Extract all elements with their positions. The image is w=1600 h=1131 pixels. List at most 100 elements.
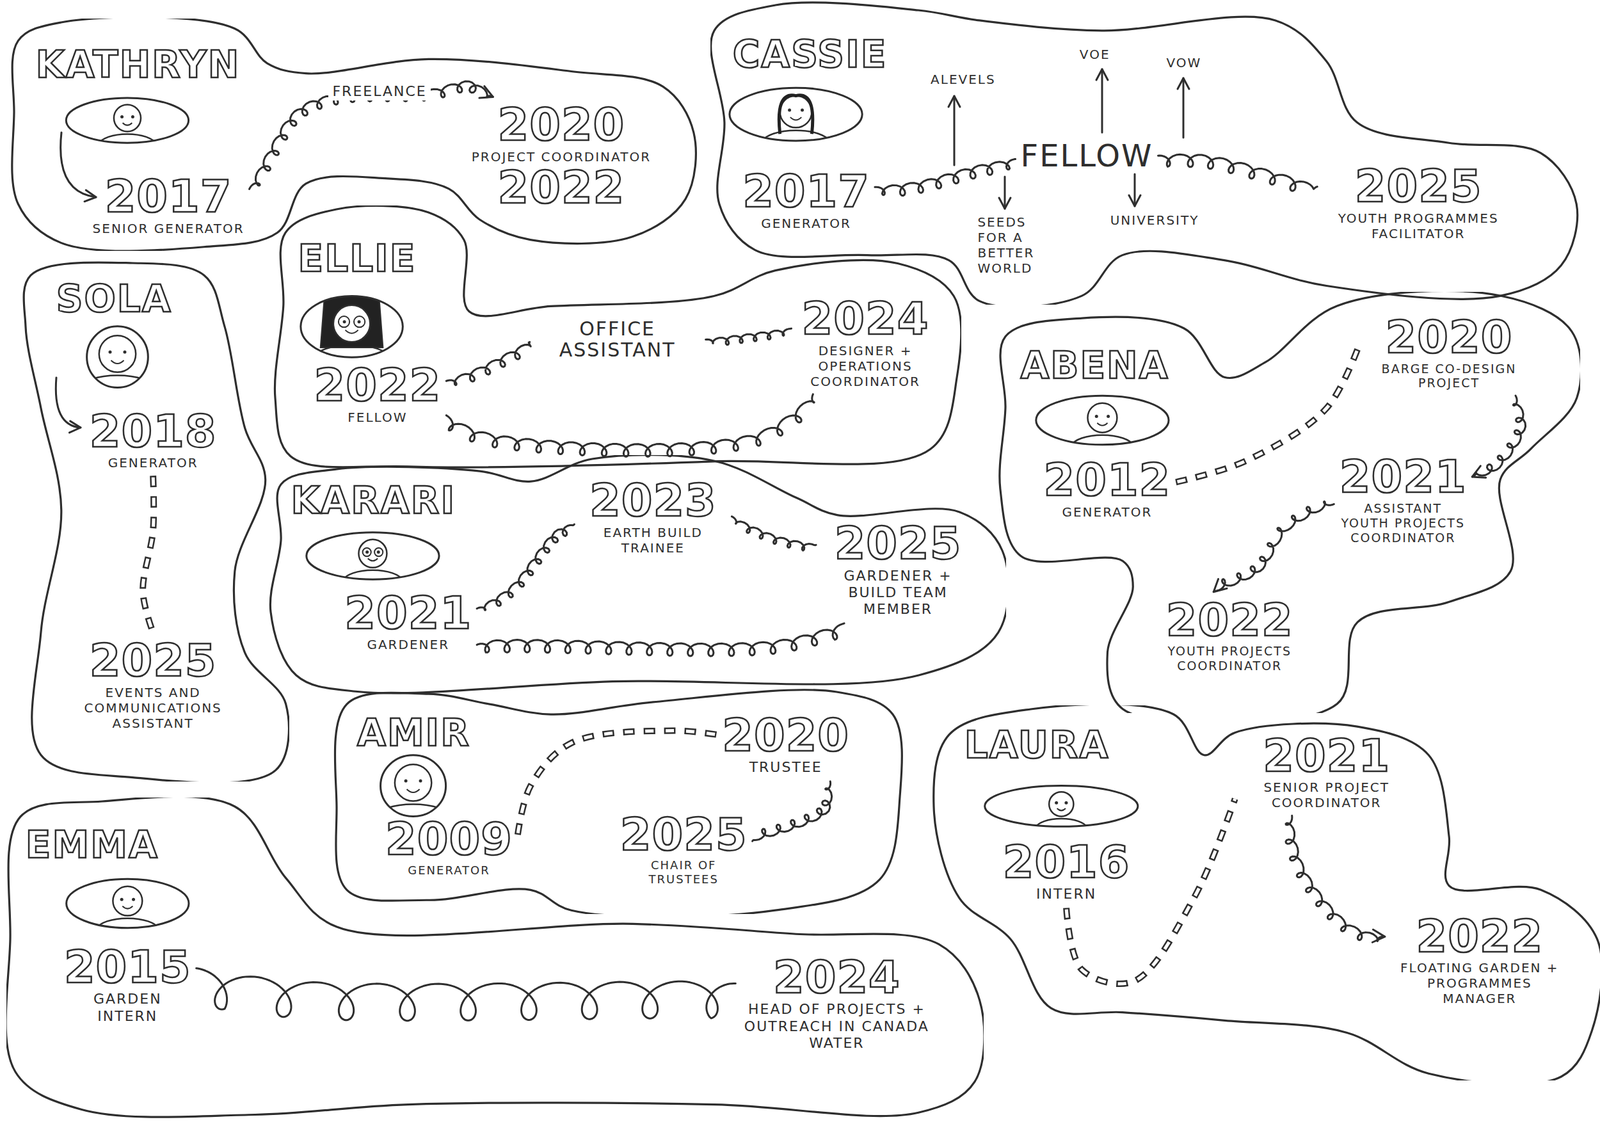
career-path [705,328,792,345]
portrait-sketch [66,97,189,146]
leader-arrow [1134,174,1136,207]
path-stroke [196,968,736,1021]
career-step: 2021ASSISTANT YOUTH PROJECTS COORDINATOR [1338,453,1467,545]
person-name: ELLIE [298,240,417,278]
role-text: EVENTS AND COMMUNICATIONS ASSISTANT [72,684,233,731]
year-number: 2022 [1390,913,1570,961]
blob-border [23,262,289,782]
career-path [196,968,736,1021]
role-text: DESIGNER + OPERATIONS COORDINATOR [796,343,935,390]
path-stroke [1175,341,1361,483]
career-step: 2021SENIOR PROJECT COORDINATOR [1240,732,1414,811]
year-number: 2021 [1338,453,1467,502]
career-step: 2009GENERATOR [385,816,513,877]
path-label: UNIVERSITY [1110,212,1200,228]
role-text: GARDEN INTERN [76,990,179,1025]
career-step: 2025CHAIR OF TRUSTEES [620,811,748,887]
career-path [476,623,845,656]
role-text: YOUTH PROJECTS COORDINATOR [1149,643,1310,674]
career-path [1285,815,1385,941]
path-stroke [1157,154,1318,191]
leader-arrow [1101,69,1104,133]
career-path [142,475,154,633]
career-step: OFFICE ASSISTANT [534,318,701,361]
role-text: SENIOR GENERATOR [92,220,245,237]
path-label: VOW [1166,55,1202,71]
portrait-sketch [984,785,1138,830]
path-stroke [1472,395,1526,477]
portrait-sketch [66,878,189,931]
career-step: 2022FLOATING GARDEN + PROGRAMMES MANAGER [1390,913,1570,1007]
career-step: 2017SENIOR GENERATOR [92,173,245,237]
person-blob: SOLA2018GENERATOR2025EVENTS AND COMMUNIC… [21,259,290,782]
person-blob: ABENA 2012GENERATOR 2020BARGE CO-DESIGN PR… [996,291,1581,713]
career-step: 2015GARDEN INTERN [64,944,192,1025]
year-number: 2017 [742,168,870,216]
blob-border [12,18,697,251]
blob-border [275,205,962,468]
person-blob: KATHRYN 2017SENIOR GENERATOR 2020PROJECT C… [10,18,698,251]
year-number: 2009 [385,816,513,864]
role-text: FELLOW [314,409,442,425]
year-number: 2023 [579,477,727,525]
path-label: SEEDS FOR A BETTER WORLD [977,214,1055,276]
year-number: 2022 [314,362,442,410]
career-path [752,781,832,841]
person-name: ABENA [1020,346,1169,384]
leader-arrow [1004,176,1007,209]
year-number: 2025 [620,811,748,859]
path-stroke [446,341,531,385]
career-step: FELLOW [1020,138,1154,173]
role-text: GENERATOR [1043,504,1171,520]
role-text: GENERATOR [385,863,513,878]
person-name: KATHRYN [35,46,240,84]
career-path [249,81,494,189]
role-text: GENERATOR [742,215,870,232]
role-text: OFFICE ASSISTANT [534,318,701,361]
portrait-sketch [76,326,158,391]
person-name: AMIR [357,714,471,752]
year-number: 2017 [92,173,245,221]
role-text: GARDENER [344,636,472,653]
year-number: 2025 [1322,163,1515,211]
year-number: 2021 [344,590,472,638]
career-step: 2024DESIGNER + OPERATIONS COORDINATOR [796,295,935,390]
role-text: BARGE CO-DESIGN PROJECT [1365,361,1533,392]
year-number: 2022 [471,164,651,212]
career-step: 2020TRUSTEE [721,712,850,777]
career-step: 2012GENERATOR [1043,456,1171,520]
role-text: FLOATING GARDEN + PROGRAMMES MANAGER [1390,960,1570,1007]
blob-border [270,455,1007,694]
career-path [1175,341,1361,483]
path-label: VOE [1079,46,1111,63]
path-stroke [142,475,154,633]
role-text: GENERATOR [89,455,217,471]
career-path [731,516,816,551]
year-number: 2018 [89,408,217,456]
blob-border [711,2,1578,305]
blob-border [6,797,984,1117]
person-name: CASSIE [732,35,888,73]
person-blob: ELLIE 2022FELLOW OFFICE ASSISTANT 2024DESIG… [271,205,961,471]
role-text: GARDENER + BUILD TEAM MEMBER [821,567,975,619]
person-blob: LAURA2016INTERN2021SENIOR PROJECT COORDI… [929,705,1600,1081]
career-step: 2025EVENTS AND COMMUNICATIONS ASSISTANT [72,637,233,731]
role-text: PROJECT COORDINATOR [471,149,651,165]
person-name: KARARI [290,481,456,520]
career-step: 2022FELLOW [314,362,442,425]
year-number: 2020 [471,101,651,150]
person-blob: AMIR 2009GENERATOR 2020TRUSTEE 2025CHAIR OF… [332,688,904,914]
year-number: 2024 [740,954,933,1002]
path-stroke [476,524,575,610]
blob-border [999,291,1581,713]
year-number: 2020 [1365,314,1533,362]
role-text: ASSISTANT YOUTH PROJECTS COORDINATOR [1338,501,1467,545]
role-text: INTERN [1002,885,1131,903]
person-blob: KARARI 2021GARDENER 2023EARTH BUILD TRAINE… [266,455,1007,696]
year-number: 2015 [64,944,192,992]
year-number: 2012 [1043,456,1171,505]
career-step: 2023EARTH BUILD TRAINEE [579,477,727,556]
path-label: ALEVELS [930,71,996,88]
person-name: EMMA [25,826,159,864]
career-path [446,341,531,385]
